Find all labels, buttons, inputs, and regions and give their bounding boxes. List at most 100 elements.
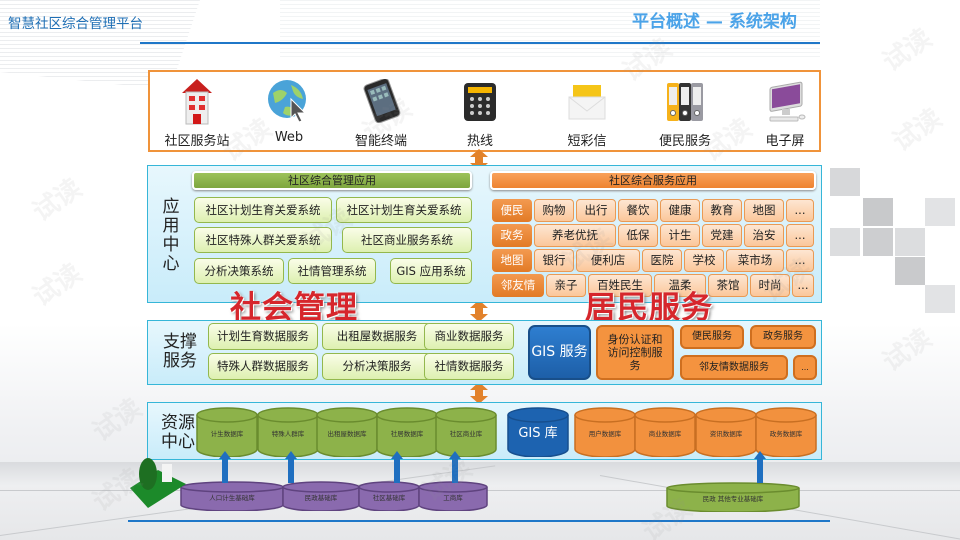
deco-square (925, 198, 955, 226)
service-item-more[interactable]: ... (786, 199, 814, 222)
database-cylinder: 资讯数据库 (695, 407, 757, 457)
data-service: 分析决策服务 (322, 353, 432, 380)
service-row-label: 地图 (492, 249, 532, 272)
service-item-more[interactable]: ... (786, 224, 814, 247)
db-label: 民政基础库 (304, 494, 338, 502)
external-database-cylinder: 民政 其他专业基础库 (666, 482, 800, 512)
deco-square (830, 168, 860, 196)
service-item[interactable]: 医院 (642, 249, 682, 272)
service-item[interactable]: 计生 (660, 224, 700, 247)
db-label: 社居数据库 (390, 430, 424, 438)
source-database-cylinder: 民政基础库 (282, 481, 360, 511)
service-item[interactable]: 餐饮 (618, 199, 658, 222)
db-label: 用户数据库 (588, 430, 622, 438)
management-system: 社区计划生育关爱系统 (336, 197, 472, 223)
database-cylinder: 计生数据库 (196, 407, 258, 457)
db-label: 商业数据库 (648, 430, 682, 438)
watermark: 试读 (27, 258, 88, 313)
house-icon (182, 79, 212, 125)
service-item[interactable]: 出行 (576, 199, 616, 222)
database-cylinder: 政务数据库 (755, 407, 817, 457)
service-item-more[interactable]: ... (786, 249, 814, 272)
watermark: 试读 (887, 103, 948, 158)
service-item[interactable]: 菜市场 (726, 249, 784, 272)
channel-web: Web (244, 76, 334, 150)
service-item[interactable]: 教育 (702, 199, 742, 222)
footer-rule (128, 520, 830, 522)
service-item[interactable]: 茶馆 (708, 274, 748, 297)
section-label-support: 支撑服务 (163, 332, 197, 371)
management-system: 社区计划生育关爱系统 (194, 197, 332, 223)
service-item[interactable]: 温柔 (654, 274, 706, 297)
support-service-more: ... (793, 355, 817, 380)
service-item[interactable]: 党建 (702, 224, 742, 247)
service-item[interactable]: 地图 (744, 199, 784, 222)
up-arrow-icon (754, 451, 766, 483)
smartphone-icon (363, 79, 401, 123)
watermark: 试读 (877, 323, 938, 378)
deco-square (830, 228, 860, 256)
telephone-icon (464, 83, 496, 121)
database-cylinder: 用户数据库 (574, 407, 636, 457)
service-item[interactable]: 时尚 (750, 274, 790, 297)
service-item[interactable]: 养老优抚 (534, 224, 616, 247)
world-map-decoration (280, 0, 820, 60)
access-channels-panel: 社区服务站 Web 智能终端 热线 短彩信 便民服务 电子屏 (148, 70, 821, 152)
header-rule (140, 42, 820, 44)
bidirectional-arrow-icon (470, 300, 488, 322)
watermark: 试读 (27, 173, 88, 228)
service-row-label: 政务 (492, 224, 532, 247)
db-label: 计生数据库 (210, 430, 244, 438)
service-item[interactable]: 便利店 (576, 249, 640, 272)
section-label-app-center: 应用中心 (162, 197, 180, 274)
management-system: 社区商业服务系统 (342, 227, 472, 253)
deco-square (895, 257, 925, 285)
service-item[interactable]: 健康 (660, 199, 700, 222)
channel-convenience: 便民服务 (640, 76, 730, 150)
channel-hotline: 热线 (435, 76, 525, 150)
service-item-more[interactable]: ... (792, 274, 814, 297)
service-app-header: 社区综合服务应用 (490, 171, 816, 190)
source-database-cylinder: 社区基础库 (358, 481, 420, 511)
up-arrow-icon (285, 451, 297, 483)
bidirectional-arrow-icon (470, 382, 488, 404)
source-database-cylinder: 工商库 (418, 481, 488, 511)
gis-database-cylinder: GIS 库 (507, 407, 569, 457)
support-service: 政务服务 (750, 325, 816, 349)
db-label: 出租屋数据库 (327, 430, 367, 438)
service-item[interactable]: 学校 (684, 249, 724, 272)
up-arrow-icon (449, 451, 461, 483)
envelope-icon (568, 85, 606, 120)
channel-label: 热线 (466, 134, 493, 149)
deco-square (863, 198, 893, 226)
service-item[interactable]: 银行 (534, 249, 574, 272)
monitor-icon (769, 81, 806, 122)
up-arrow-icon (391, 451, 403, 483)
channel-smart-terminal: 智能终端 (336, 76, 426, 150)
channel-label: 智能终端 (354, 134, 407, 149)
watermark: 试读 (877, 23, 938, 78)
channel-community-station: 社区服务站 (152, 76, 242, 150)
service-item[interactable]: 购物 (534, 199, 574, 222)
data-service: 社情数据服务 (424, 353, 514, 380)
service-item[interactable]: 低保 (618, 224, 658, 247)
source-database-cylinder: 人口计生基础库 (180, 481, 284, 511)
brand-title: 智慧社区综合管理平台 (8, 16, 143, 32)
deco-square (863, 228, 893, 256)
management-system: GIS 应用系统 (390, 258, 472, 284)
page-title: 平台概述 — 系统架构 (632, 12, 797, 32)
channel-label: Web (274, 130, 304, 145)
watermark: 试读 (87, 393, 148, 448)
service-item[interactable]: 治安 (744, 224, 784, 247)
up-arrow-icon (219, 451, 231, 483)
service-item[interactable]: 亲子 (546, 274, 586, 297)
service-item[interactable]: 百姓民生 (588, 274, 652, 297)
globe-cursor-icon (268, 80, 307, 123)
db-label: 社区基础库 (372, 494, 406, 502)
database-cylinder: 特殊人群库 (257, 407, 319, 457)
data-service: 出租屋数据服务 (322, 323, 432, 350)
binders-icon (667, 83, 703, 121)
channel-sms: 短彩信 (542, 76, 632, 150)
db-label: 特殊人群库 (271, 430, 305, 438)
database-cylinder: 出租屋数据库 (316, 407, 378, 457)
